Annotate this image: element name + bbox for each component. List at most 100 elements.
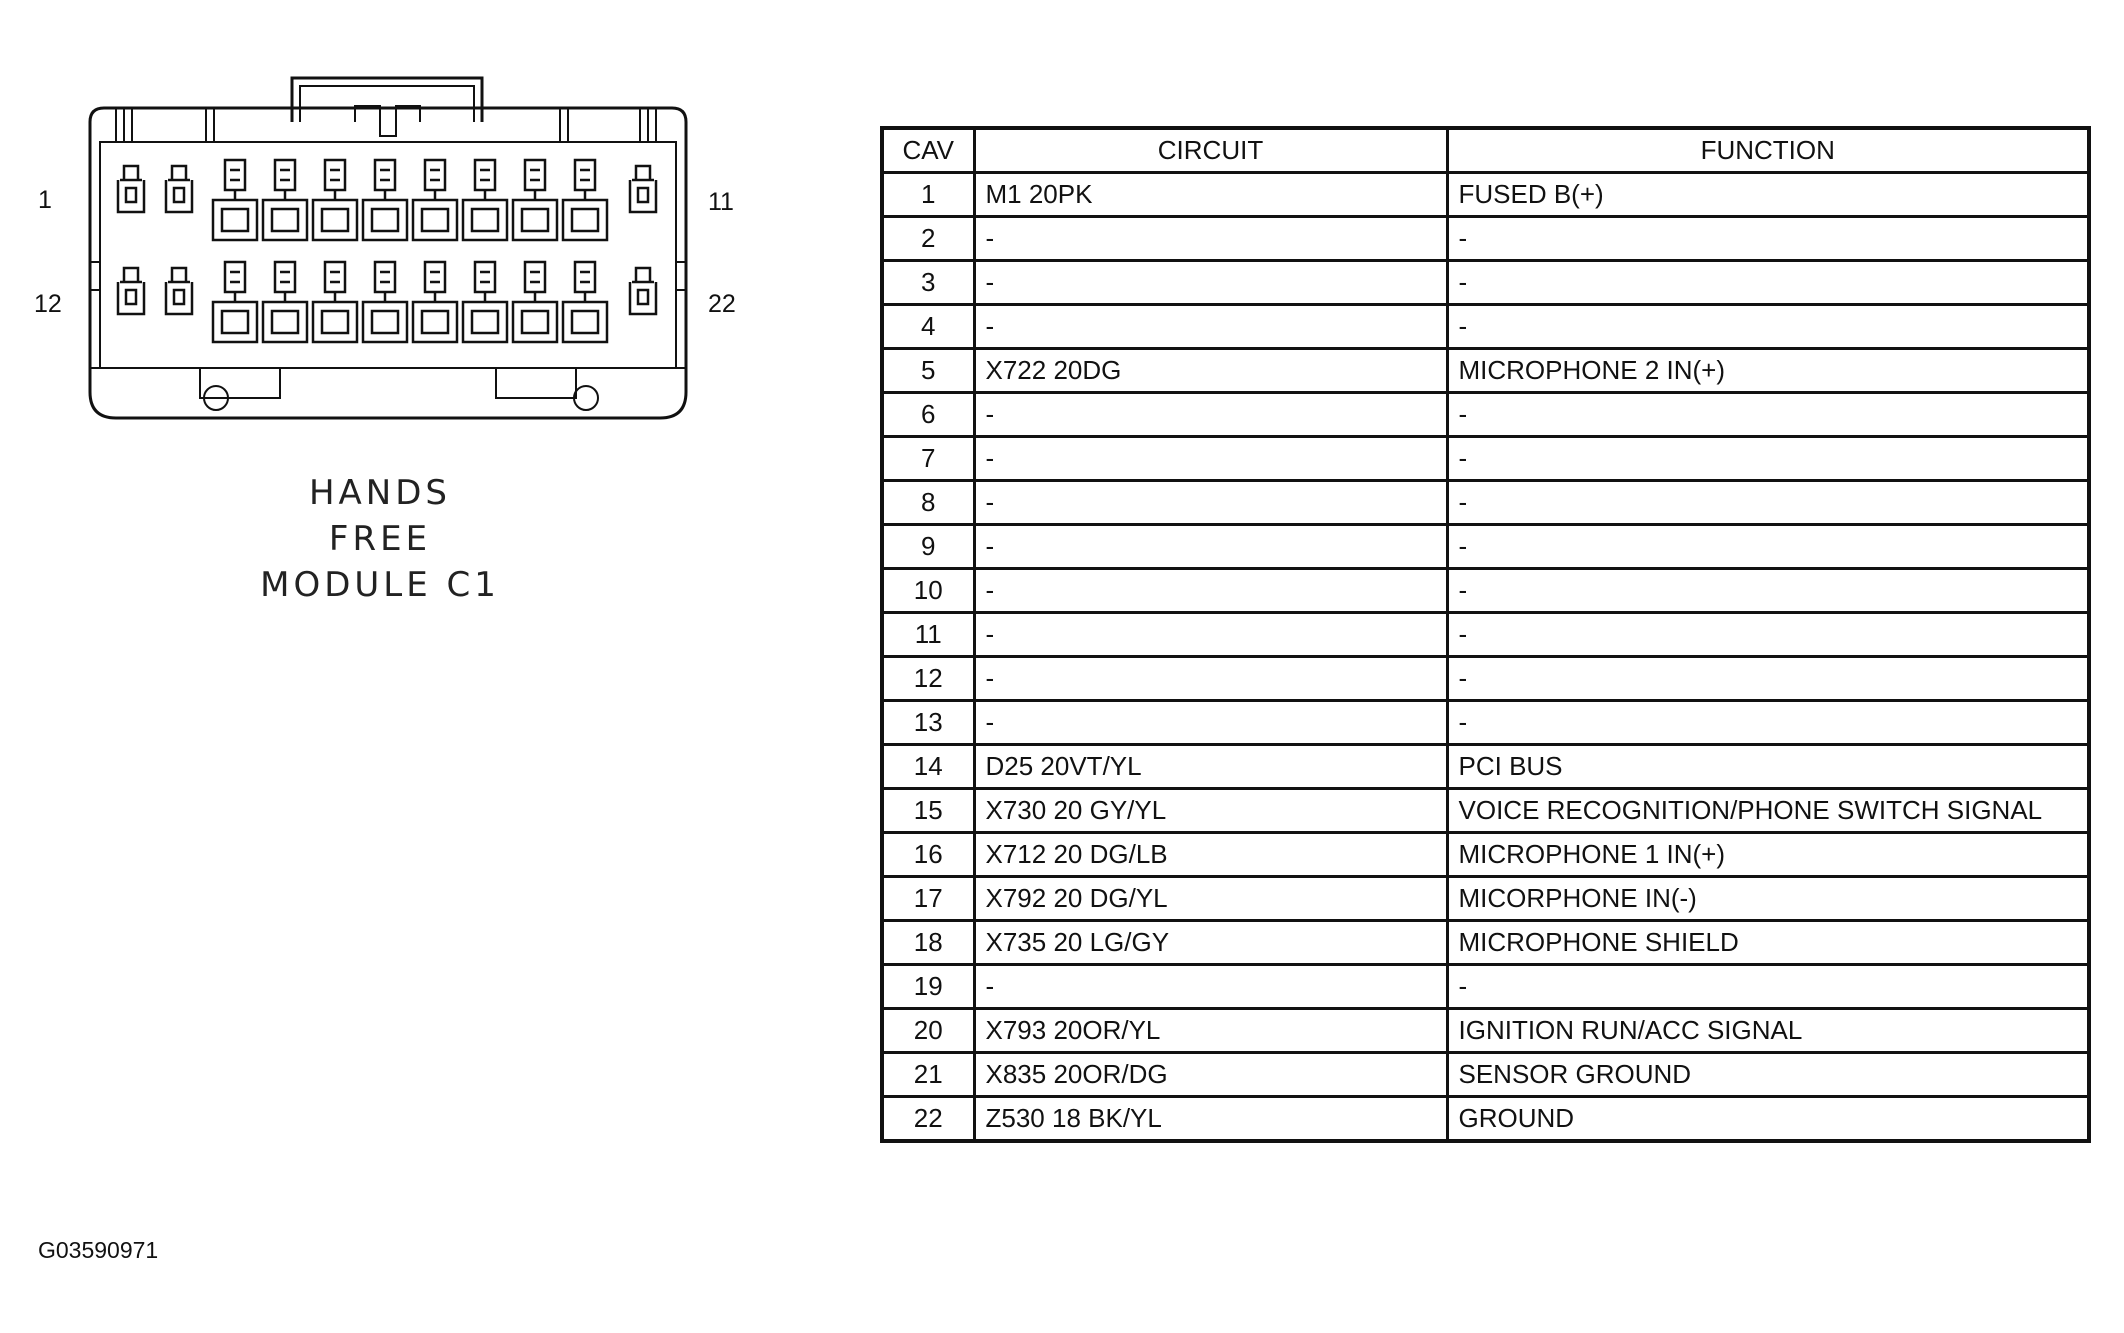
function-cell: -	[1445, 435, 2091, 482]
table-row: 2--	[880, 215, 2091, 262]
table-row: 12--	[880, 655, 2091, 702]
function-cell: PCI BUS	[1445, 743, 2091, 790]
circuit-cell: X792 20 DG/YL	[972, 875, 1449, 922]
cav-cell: 8	[880, 479, 976, 526]
cav-cell: 14	[880, 743, 976, 790]
cavity-row2-left-b	[164, 266, 194, 316]
function-cell: -	[1445, 567, 2091, 614]
cavity-row1-left-b	[164, 164, 194, 214]
cavity-row1-4	[361, 158, 409, 242]
header-function: FUNCTION	[1445, 126, 2091, 174]
function-cell: -	[1445, 963, 2091, 1010]
table-row: 6--	[880, 391, 2091, 438]
cavity-row1-right	[628, 164, 658, 214]
cav-cell: 4	[880, 303, 976, 350]
cavity-row2-2	[261, 260, 309, 344]
cav-cell: 11	[880, 611, 976, 658]
cavity-row2-6	[461, 260, 509, 344]
connector-housing	[88, 106, 688, 420]
cav-cell: 12	[880, 655, 976, 702]
header-cav: CAV	[880, 126, 976, 174]
function-cell: -	[1445, 479, 2091, 526]
table-row: 8--	[880, 479, 2091, 526]
cav-cell: 3	[880, 259, 976, 306]
circuit-cell: Z530 18 BK/YL	[972, 1095, 1449, 1143]
table-row: 11--	[880, 611, 2091, 658]
circuit-cell: X793 20OR/YL	[972, 1007, 1449, 1054]
table-row: 3--	[880, 259, 2091, 306]
function-cell: -	[1445, 611, 2091, 658]
function-cell: -	[1445, 259, 2091, 306]
cavity-row1-1	[211, 158, 259, 242]
circuit-cell: -	[972, 435, 1449, 482]
circuit-cell: X835 20OR/DG	[972, 1051, 1449, 1098]
table-row: 9--	[880, 523, 2091, 570]
connector-title: HANDS FREE MODULE C1	[230, 470, 530, 608]
circuit-cell: -	[972, 523, 1449, 570]
cav-cell: 19	[880, 963, 976, 1010]
table-row: 7--	[880, 435, 2091, 482]
function-cell: -	[1445, 391, 2091, 438]
cav-cell: 9	[880, 523, 976, 570]
circuit-cell: X730 20 GY/YL	[972, 787, 1449, 834]
function-cell: IGNITION RUN/ACC SIGNAL	[1445, 1007, 2091, 1054]
header-circuit: CIRCUIT	[972, 126, 1449, 174]
function-cell: -	[1445, 523, 2091, 570]
cavity-row1-8	[561, 158, 609, 242]
connector-title-line-2: FREE	[328, 519, 432, 559]
cavity-row2-7	[511, 260, 559, 344]
pin-label-1: 1	[38, 186, 52, 214]
cavity-row2-5	[411, 260, 459, 344]
circuit-cell: X712 20 DG/LB	[972, 831, 1449, 878]
function-cell: -	[1445, 655, 2091, 702]
pin-label-12: 12	[34, 290, 62, 318]
circuit-cell: D25 20VT/YL	[972, 743, 1449, 790]
cavity-row2-right	[628, 266, 658, 316]
table-row: 4--	[880, 303, 2091, 350]
circuit-cell: -	[972, 655, 1449, 702]
function-cell: SENSOR GROUND	[1445, 1051, 2091, 1098]
pin-label-22: 22	[708, 290, 736, 318]
cavity-row1-2	[261, 158, 309, 242]
cav-cell: 15	[880, 787, 976, 834]
function-cell: MICORPHONE IN(-)	[1445, 875, 2091, 922]
circuit-cell: -	[972, 259, 1449, 306]
cav-cell: 13	[880, 699, 976, 746]
cav-cell: 17	[880, 875, 976, 922]
circuit-cell: -	[972, 963, 1449, 1010]
table-header-row: CAV CIRCUIT FUNCTION	[880, 126, 2091, 174]
function-cell: GROUND	[1445, 1095, 2091, 1143]
circuit-cell: -	[972, 699, 1449, 746]
connector-latch	[290, 76, 484, 122]
cavity-row1-7	[511, 158, 559, 242]
cavity-row1-3	[311, 158, 359, 242]
function-cell: MICROPHONE SHIELD	[1445, 919, 2091, 966]
cavity-row1-6	[461, 158, 509, 242]
cav-cell: 18	[880, 919, 976, 966]
circuit-cell: X735 20 LG/GY	[972, 919, 1449, 966]
function-cell: -	[1445, 699, 2091, 746]
cav-cell: 22	[880, 1095, 976, 1143]
cavity-row1-left-a	[116, 164, 146, 214]
circuit-cell: X722 20DG	[972, 347, 1449, 394]
cav-cell: 10	[880, 567, 976, 614]
circuit-cell: -	[972, 611, 1449, 658]
cav-cell: 1	[880, 171, 976, 218]
table-row: 10--	[880, 567, 2091, 614]
cav-cell: 20	[880, 1007, 976, 1054]
cavity-row2-1	[211, 260, 259, 344]
function-cell: -	[1445, 215, 2091, 262]
function-cell: MICROPHONE 1 IN(+)	[1445, 831, 2091, 878]
cavity-row1-5	[411, 158, 459, 242]
circuit-cell: -	[972, 567, 1449, 614]
function-cell: MICROPHONE 2 IN(+)	[1445, 347, 2091, 394]
connector-title-line-3: MODULE C1	[260, 565, 500, 605]
